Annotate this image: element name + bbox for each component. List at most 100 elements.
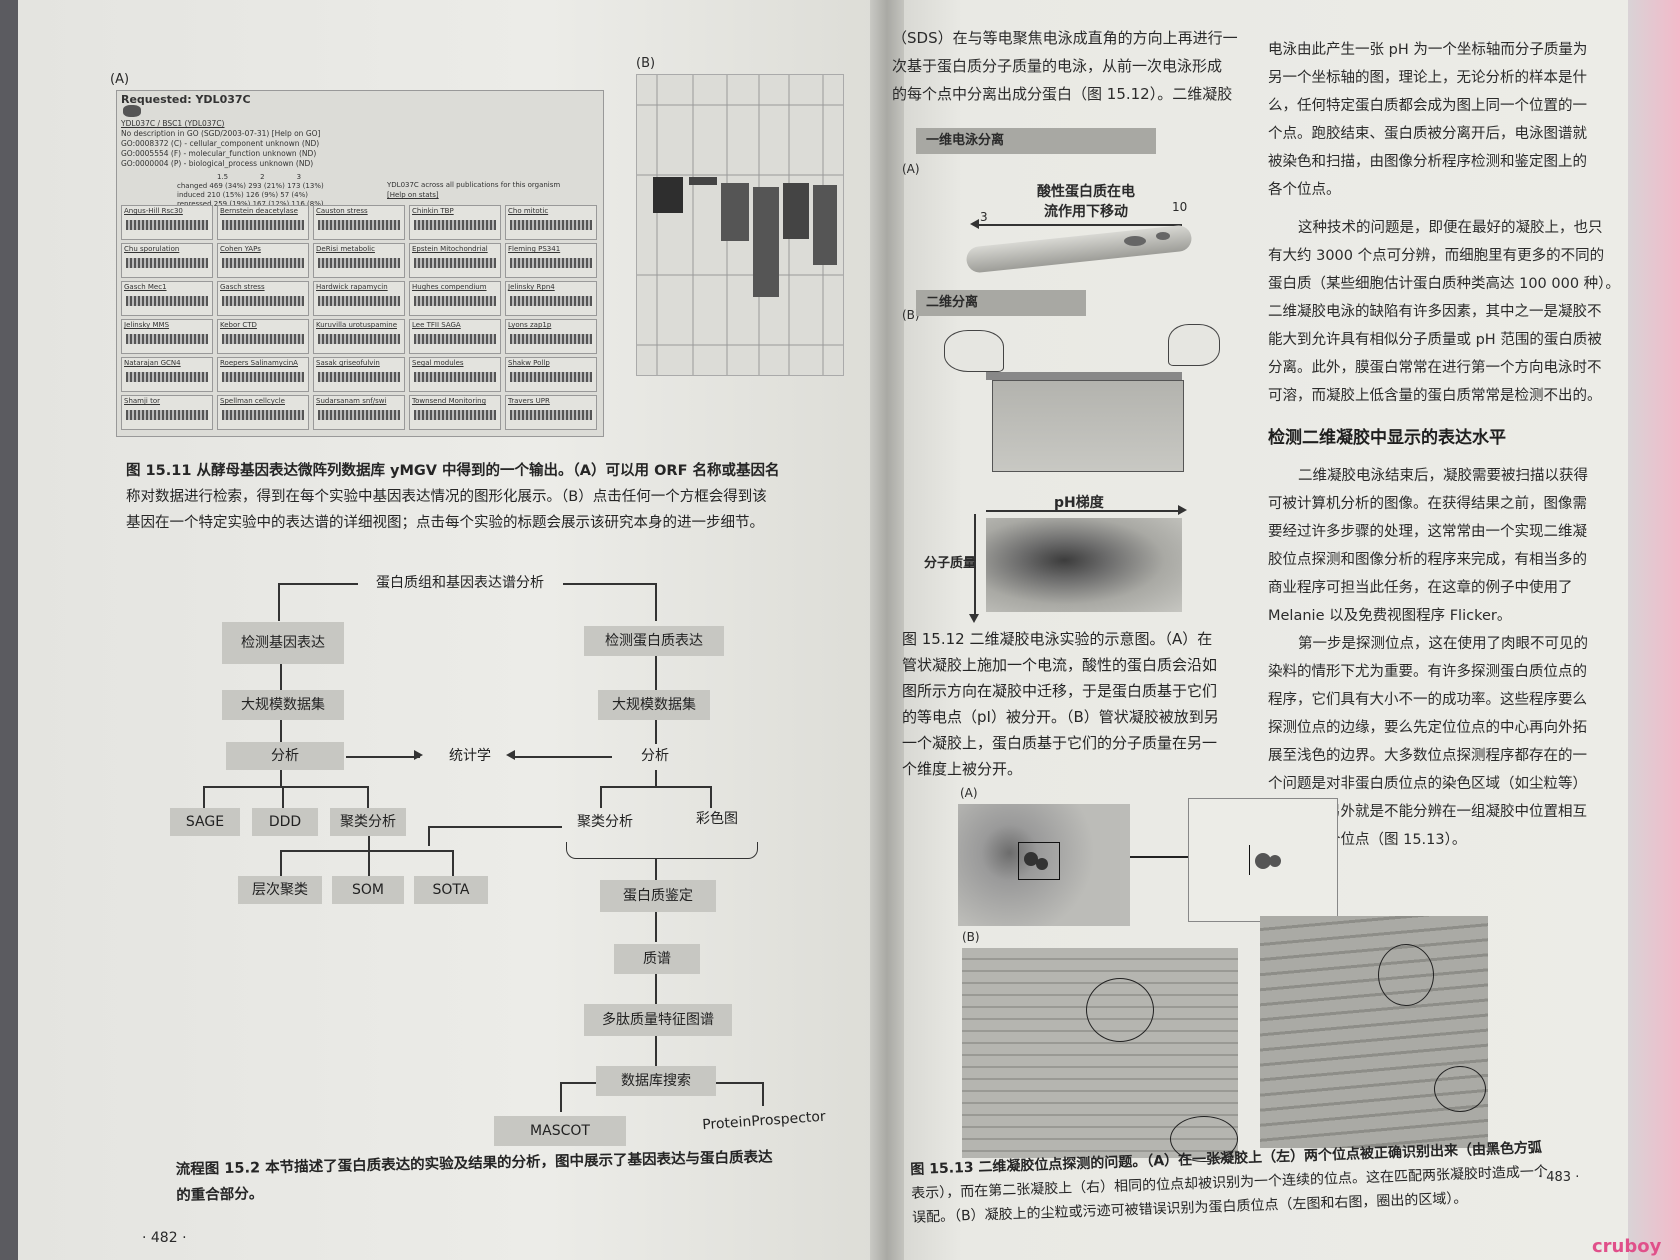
- mini-expression-bars: [510, 296, 592, 306]
- experiment-thumbnail[interactable]: Travers UPR: [505, 395, 597, 430]
- text-line: 染料的情形下尤为重要。有许多探测蛋白质位点的: [1268, 664, 1587, 680]
- experiment-thumbnail[interactable]: Jelinsky Rpn4: [505, 281, 597, 316]
- thumbnail-label[interactable]: Lee TFII SAGA: [412, 321, 461, 329]
- experiment-thumbnail[interactable]: Bernstein deacetylase: [217, 205, 309, 240]
- thumbnail-label[interactable]: Segal modules: [412, 359, 464, 367]
- gel-image-a-right: [1188, 798, 1338, 922]
- match-arrow: [1130, 856, 1244, 858]
- thumbnail-label[interactable]: Kebor CTD: [220, 321, 257, 329]
- thumbnail-label[interactable]: Travers UPR: [508, 397, 550, 405]
- thumbnail-label[interactable]: Cho mitotic: [508, 207, 549, 215]
- mini-expression-bars: [414, 372, 496, 382]
- thumbnail-label[interactable]: Epstein Mitochondrial: [412, 245, 488, 253]
- thumbnail-label[interactable]: Angus-Hill Rsc30: [124, 207, 183, 215]
- experiment-thumbnail[interactable]: Sasak griseofulvin: [313, 357, 405, 392]
- thumbnail-label[interactable]: Chinkin TBP: [412, 207, 454, 215]
- experiment-thumbnail[interactable]: Causton stress: [313, 205, 405, 240]
- experiment-thumbnail[interactable]: Chinkin TBP: [409, 205, 501, 240]
- thumbnail-label[interactable]: Sasak griseofulvin: [316, 359, 380, 367]
- experiment-thumbnail[interactable]: DeRisi metabolic: [313, 243, 405, 278]
- experiment-thumbnail[interactable]: Shakw Pollp: [505, 357, 597, 392]
- thumbnail-label[interactable]: Hardwick rapamycin: [316, 283, 388, 291]
- experiment-thumbnail[interactable]: Jelinsky MMS: [121, 319, 213, 354]
- dust-circle: [1086, 978, 1154, 1042]
- thumbnail-label[interactable]: Natarajan GCN4: [124, 359, 181, 367]
- thumbnail-label[interactable]: Jelinsky MMS: [124, 321, 170, 329]
- experiment-thumbnail[interactable]: Segal modules: [409, 357, 501, 392]
- experiment-thumbnail[interactable]: Chu sporulation: [121, 243, 213, 278]
- flow-db-search: 数据库搜索: [596, 1066, 716, 1096]
- mini-expression-bars: [222, 258, 304, 268]
- page-number-right: · 483 ·: [1538, 1170, 1580, 1185]
- experiment-thumbnail[interactable]: Lyons zap1p: [505, 319, 597, 354]
- mini-expression-bars: [414, 334, 496, 344]
- text-line: 要经过许多步骤的处理，这常常由一个实现二维凝: [1268, 524, 1587, 540]
- experiment-thumbnail[interactable]: Angus-Hill Rsc30: [121, 205, 213, 240]
- ymgv-stats-table: 1.5 2 3 changed 469 (34%) 293 (21%) 173 …: [177, 173, 324, 208]
- experiment-thumbnail[interactable]: Cohen YAPs: [217, 243, 309, 278]
- mini-expression-bars: [510, 258, 592, 268]
- thumbnail-label[interactable]: DeRisi metabolic: [316, 245, 375, 253]
- tube-text: 流作用下移动: [1044, 204, 1128, 220]
- ymgv-requested: Requested: YDL037C: [121, 93, 251, 106]
- thumbnail-label[interactable]: Hughes compendium: [412, 283, 487, 291]
- bracket-marker: [1249, 845, 1286, 875]
- thumbnail-label[interactable]: Shakw Pollp: [508, 359, 550, 367]
- experiment-thumbnail[interactable]: Hardwick rapamycin: [313, 281, 405, 316]
- thumbnail-label[interactable]: Jelinsky Rpn4: [508, 283, 555, 291]
- experiment-thumbnail[interactable]: Roepers SalinamycinA: [217, 357, 309, 392]
- experiment-thumbnail[interactable]: Kuruvilla urotuspamine: [313, 319, 405, 354]
- page-edges: [1628, 0, 1680, 1260]
- thumbnail-label[interactable]: Gasch Mec1: [124, 283, 167, 291]
- thumbnail-label[interactable]: Gasch stress: [220, 283, 265, 291]
- text-line: 二维凝胶电泳结束后，凝胶需要被扫描以获得: [1298, 468, 1588, 484]
- experiment-thumbnail[interactable]: Lee TFII SAGA: [409, 319, 501, 354]
- fig12-title-a: 一维电泳分离: [916, 128, 1156, 154]
- stats-row: repressed 259 (19%) 167 (12%) 116 (8%): [177, 200, 324, 208]
- thumbnail-label[interactable]: Bernstein deacetylase: [220, 207, 298, 215]
- book-gutter: [870, 0, 904, 1260]
- thumbnail-label[interactable]: Townsend Monitoring: [412, 397, 487, 405]
- mini-expression-bars: [126, 334, 208, 344]
- fig12-label-b: (B): [902, 308, 920, 322]
- experiment-thumbnail[interactable]: Kebor CTD: [217, 319, 309, 354]
- thumbnail-label[interactable]: Cohen YAPs: [220, 245, 261, 253]
- text-line: 探测位点的边缘，要么先定位位点的中心再向外拓: [1268, 720, 1587, 736]
- thumbnail-label[interactable]: Sudarsanam snf/swi: [316, 397, 387, 405]
- experiment-thumbnail[interactable]: Cho mitotic: [505, 205, 597, 240]
- experiment-thumbnail[interactable]: Fleming PS341: [505, 243, 597, 278]
- flow-som: SOM: [332, 876, 404, 904]
- thumbnail-label[interactable]: Causton stress: [316, 207, 368, 215]
- experiment-thumbnail[interactable]: Gasch stress: [217, 281, 309, 316]
- caption-line: 一个凝胶上，蛋白质基于它们的分子质量在另一: [902, 734, 1218, 752]
- thumbnail-label[interactable]: Shamji tor: [124, 397, 161, 405]
- thumbnail-label[interactable]: Fleming PS341: [508, 245, 561, 253]
- right-col1-text: （SDS）在与等电聚焦电泳成直角的方向上再进行一 次基于蛋白质分子质量的电泳，从…: [892, 24, 1238, 108]
- thumbnail-label[interactable]: Spellman cellcycle: [220, 397, 285, 405]
- experiment-thumbnail[interactable]: Natarajan GCN4: [121, 357, 213, 392]
- thumbnail-label[interactable]: Roepers SalinamycinA: [220, 359, 298, 367]
- caption-line: 管状凝胶上施加一个电流，酸性的蛋白质会沿如: [902, 656, 1218, 674]
- text-line: 分离。此外，膜蛋白常常在进行第一个方向电泳时不: [1268, 360, 1602, 376]
- mini-expression-bars: [414, 410, 496, 420]
- ymgv-line[interactable]: YDL037C / BSC1 (YDL037C): [121, 119, 225, 128]
- flow-color-map: 彩色图: [696, 811, 738, 827]
- thumbnail-label[interactable]: Chu sporulation: [124, 245, 180, 253]
- mini-expression-bars: [222, 372, 304, 382]
- caption-line: 个维度上被分开。: [902, 760, 1023, 778]
- help-stats-link[interactable]: [Help on stats]: [387, 191, 439, 199]
- experiment-thumbnail[interactable]: Townsend Monitoring: [409, 395, 501, 430]
- flow-cluster-left: 聚类分析: [330, 808, 406, 836]
- mini-expression-bars: [126, 220, 208, 230]
- experiment-thumbnail[interactable]: Shamji tor: [121, 395, 213, 430]
- experiment-thumbnail[interactable]: Spellman cellcycle: [217, 395, 309, 430]
- experiment-thumbnail[interactable]: Sudarsanam snf/swi: [313, 395, 405, 430]
- fig11-b-label: (B): [636, 56, 656, 71]
- experiment-thumbnail[interactable]: Epstein Mitochondrial: [409, 243, 501, 278]
- experiment-thumbnail[interactable]: Hughes compendium: [409, 281, 501, 316]
- thumbnail-label[interactable]: Kuruvilla urotuspamine: [316, 321, 397, 329]
- thumbnail-label[interactable]: Lyons zap1p: [508, 321, 552, 329]
- experiment-thumbnail[interactable]: Gasch Mec1: [121, 281, 213, 316]
- ymgv-line: GO:0000004 (P) - biological_process unkn…: [121, 159, 314, 168]
- gel-image-a-left: [958, 804, 1130, 926]
